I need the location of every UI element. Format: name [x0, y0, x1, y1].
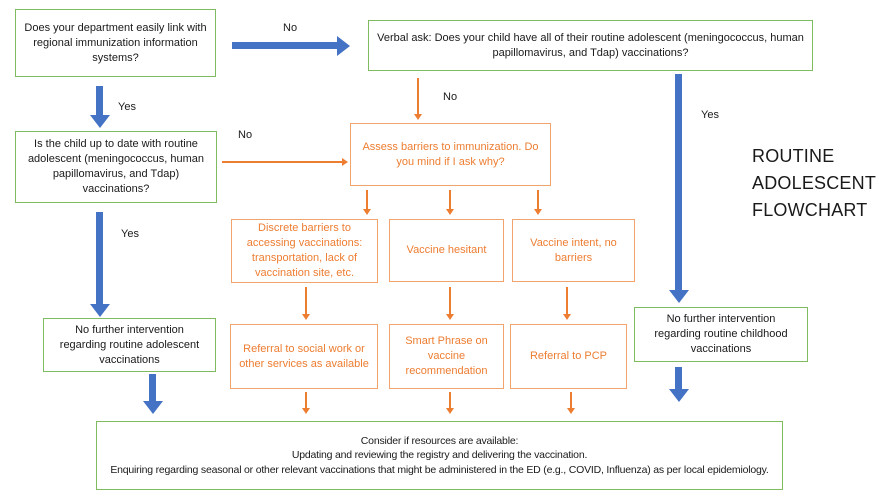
consider-line-3: Enquiring regarding seasonal or other re…	[110, 463, 769, 476]
box-referral-pcp: Referral to PCP	[510, 324, 627, 389]
flowchart-title: ROUTINE ADOLESCENT FLOWCHART	[752, 146, 876, 220]
label-yes-uptodate-down: Yes	[121, 228, 139, 240]
consider-line-1: Consider if resources are available:	[360, 434, 519, 447]
label-yes-verbal-down: Yes	[701, 109, 719, 121]
box-vaccine-intent: Vaccine intent, no barriers	[512, 219, 635, 282]
label-no-dept-to-verbal: No	[283, 22, 298, 34]
label-no-verbal-down: No	[443, 91, 458, 103]
label-no-uptodate-right: No	[238, 129, 253, 141]
box-no-intervention-childhood: No further intervention regarding routin…	[634, 307, 808, 362]
box-dept-link: Does your department easily link with re…	[15, 9, 216, 77]
consider-line-2: Updating and reviewing the registry and …	[291, 449, 588, 462]
box-referral-social-work: Referral to social work or other service…	[230, 324, 378, 389]
box-up-to-date: Is the child up to date with routine ado…	[15, 131, 217, 203]
box-verbal-ask: Verbal ask: Does your child have all of …	[368, 20, 813, 71]
box-no-intervention-adolescent: No further intervention regarding routin…	[43, 318, 216, 372]
box-smart-phrase: Smart Phrase on vaccine recommendation	[389, 324, 504, 389]
box-assess-barriers: Assess barriers to immunization. Do you …	[350, 123, 551, 186]
label-yes-dept-down: Yes	[118, 101, 136, 113]
box-discrete-barriers: Discrete barriers to accessing vaccinati…	[231, 219, 378, 283]
box-consider-resources: Consider if resources are available: Upd…	[96, 421, 783, 490]
box-vaccine-hesitant: Vaccine hesitant	[389, 219, 504, 282]
